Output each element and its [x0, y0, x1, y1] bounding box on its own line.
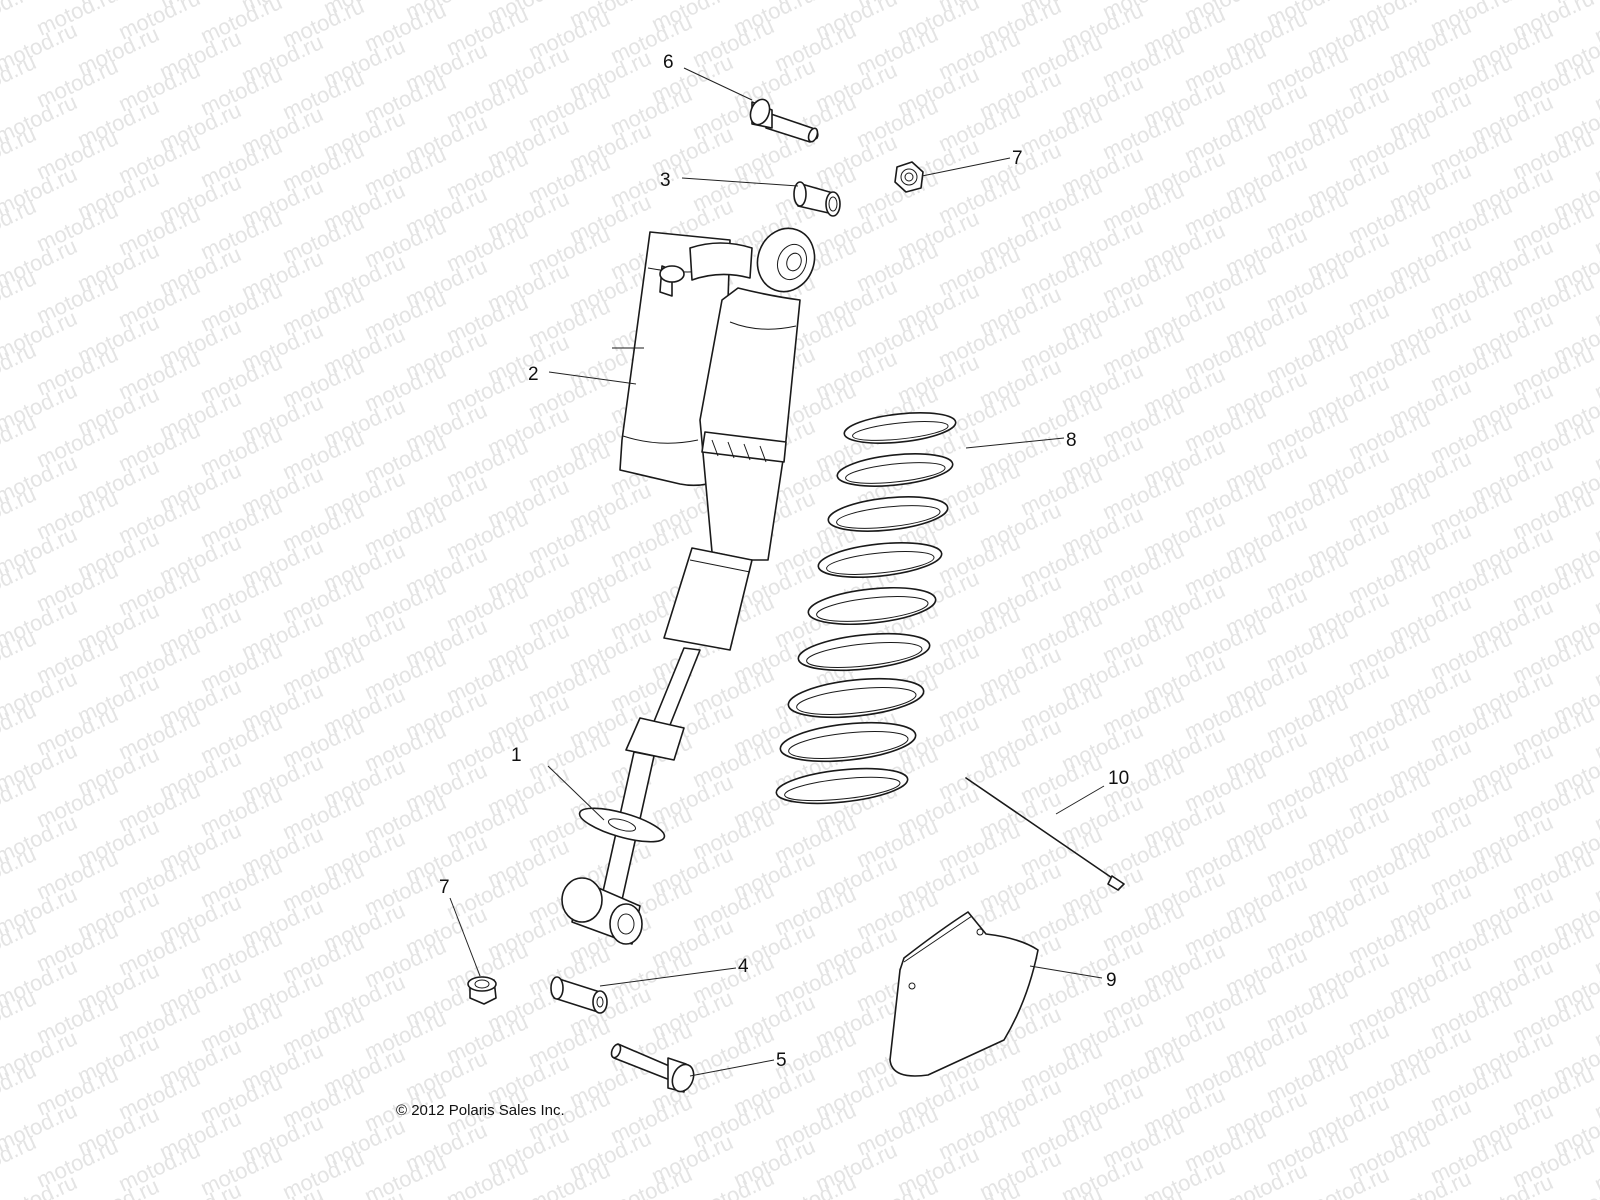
- leader-1: [547, 765, 605, 821]
- leader-7-lower: [449, 897, 481, 977]
- spring-coil-inner: [784, 776, 901, 802]
- leader-3: [681, 177, 799, 187]
- callout-7-upper: 7: [1012, 148, 1023, 169]
- part-4-lower-bushing[interactable]: [550, 976, 608, 1014]
- part-6-upper-bolt[interactable]: [747, 97, 819, 143]
- copyright-notice: © 2012 Polaris Sales Inc.: [396, 1102, 565, 1119]
- leader-9: [1029, 965, 1103, 979]
- part-2-shock-absorber[interactable]: [561, 220, 823, 945]
- spring-coil-inner: [852, 421, 949, 441]
- spring-coil-inner: [788, 731, 909, 759]
- callout-5: 5: [776, 1050, 787, 1071]
- part-7-upper-nut[interactable]: [894, 161, 924, 193]
- callout-4: 4: [738, 956, 749, 977]
- callout-10: 10: [1108, 768, 1129, 789]
- leader-6: [683, 67, 753, 101]
- spring-coil-inner: [806, 641, 923, 668]
- spring-coil-inner: [836, 505, 941, 529]
- callout-numbers: 6 3 7 2 8 1 10 7 4 9 5: [439, 52, 1129, 1071]
- part-8-coil-spring[interactable]: [775, 408, 957, 809]
- leader-4: [599, 967, 737, 987]
- part-3-upper-bushing[interactable]: [793, 181, 841, 217]
- watermark-text: motod.ru: [1591, 0, 1600, 49]
- leader-5: [689, 1059, 775, 1077]
- callout-6: 6: [663, 52, 674, 73]
- part-10-cable-tie[interactable]: [965, 777, 1125, 891]
- leader-10: [1055, 785, 1105, 815]
- spring-coil: [843, 412, 957, 444]
- part-7-lower-nut[interactable]: [467, 976, 497, 1005]
- callout-2: 2: [528, 364, 539, 385]
- callout-3: 3: [660, 170, 671, 191]
- spring-coil-inner: [796, 687, 917, 715]
- leader-lines: [449, 67, 1105, 1077]
- leader-8: [965, 437, 1065, 449]
- spring-coil: [787, 677, 925, 719]
- part-5-lower-bolt[interactable]: [610, 1043, 698, 1095]
- spring-coil-inner: [845, 462, 946, 484]
- spring-coil: [836, 453, 954, 487]
- part-9-spring-guard[interactable]: [889, 911, 1039, 1077]
- leader-7-upper: [921, 157, 1011, 177]
- callout-9: 9: [1106, 970, 1117, 991]
- spring-coil-inner: [826, 551, 935, 575]
- callout-1: 1: [511, 745, 522, 766]
- callout-8: 8: [1066, 430, 1077, 451]
- spring-coil-inner: [816, 596, 929, 622]
- callout-7-lower: 7: [439, 877, 450, 898]
- leader-2: [548, 371, 637, 385]
